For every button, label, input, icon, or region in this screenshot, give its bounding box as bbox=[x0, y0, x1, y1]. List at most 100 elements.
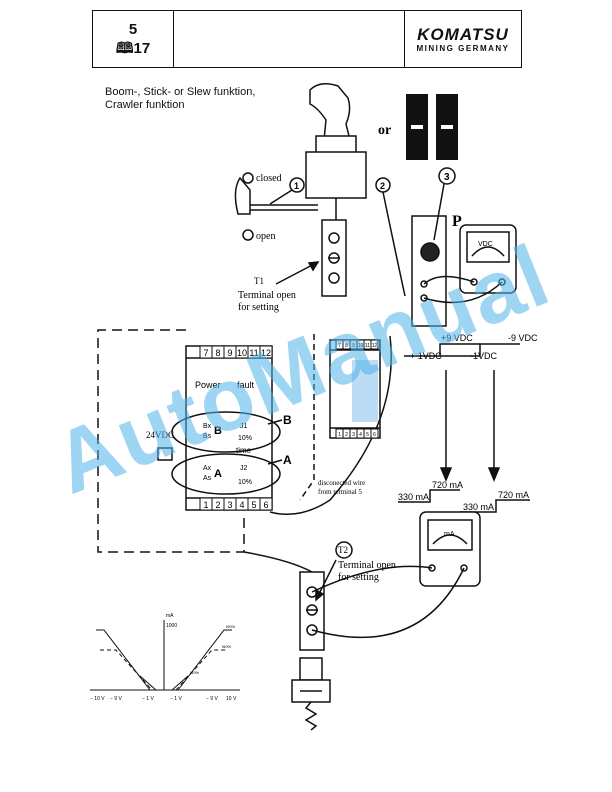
current-330-right: 330 mA bbox=[463, 502, 494, 512]
potentiometer-knob bbox=[420, 242, 440, 262]
current-720-left: 720 mA bbox=[432, 480, 463, 490]
graph-y-unit: mA bbox=[166, 613, 174, 619]
brand-logo: KOMATSU bbox=[417, 25, 509, 44]
page-header: 5 🕮17 KOMATSU MINING GERMANY bbox=[92, 10, 522, 68]
small-top-terminal-label-8: 8 bbox=[345, 343, 348, 349]
power-label: Power bbox=[195, 380, 221, 390]
graph-curve-label-3: I10% bbox=[190, 670, 200, 675]
callout-b: B bbox=[283, 413, 292, 427]
module-top-terminal-box-12 bbox=[259, 345, 273, 359]
callout-2: 2 bbox=[380, 181, 385, 191]
j1-label: J1 bbox=[240, 423, 248, 430]
potentiometer-box bbox=[411, 215, 447, 327]
switch-open-label: open bbox=[256, 231, 275, 242]
a-label: A bbox=[214, 468, 222, 480]
page-reference: 🕮17 bbox=[115, 40, 151, 57]
graph-x-label-2: − 9 V bbox=[110, 696, 122, 702]
current-330-left: 330 mA bbox=[398, 492, 429, 502]
voltmeter-label: VDC bbox=[478, 241, 493, 248]
small-top-terminal-label-10: 10 bbox=[358, 343, 364, 349]
graph-x-label-6: 10 V bbox=[226, 696, 237, 702]
curve-i90 bbox=[96, 629, 151, 691]
graph-curve-label-1: I90% bbox=[226, 624, 236, 629]
graph-curve-label-2: I60% bbox=[222, 644, 232, 649]
brand-subtitle: MINING GERMANY bbox=[416, 44, 510, 53]
t2-circle bbox=[335, 541, 353, 559]
graph-x-label-5: − 9 V bbox=[206, 696, 218, 702]
caption-line-1: Boom-, Stick- or Slew funktion, bbox=[105, 86, 256, 98]
t2-line-2: for setting bbox=[338, 572, 379, 583]
voltage-plus9: +9 VDC bbox=[441, 333, 473, 343]
joystick-handle bbox=[309, 83, 351, 141]
bx-label: Bx bbox=[203, 423, 212, 430]
t1-line-1: Terminal open bbox=[238, 290, 296, 301]
small-bottom-terminal-label-5: 5 bbox=[366, 432, 369, 438]
pct-a: 10% bbox=[238, 479, 252, 486]
disconnected-line-2: from terminal 5 bbox=[318, 488, 362, 496]
page-number-cell: 5 🕮17 bbox=[93, 11, 174, 67]
small-top-terminal-label-7: 7 bbox=[338, 343, 341, 349]
j2-label: J2 bbox=[240, 465, 248, 472]
caption-line-2: Crawler funktion bbox=[105, 99, 185, 111]
b-label: B bbox=[214, 425, 222, 437]
switch-closed-label: closed bbox=[256, 173, 282, 184]
module-top-terminal-label-10: 10 bbox=[237, 348, 247, 358]
potentiometer-label: P bbox=[452, 213, 462, 230]
curve-i10 bbox=[139, 675, 157, 691]
small-bottom-terminal-label-6: 6 bbox=[373, 432, 376, 438]
voltage-waveform-negative bbox=[440, 343, 520, 357]
small-top-terminal-label-9: 9 bbox=[352, 343, 355, 349]
module-bottom-terminal-box-6 bbox=[259, 497, 273, 511]
module-top-terminal-label-11: 11 bbox=[249, 348, 258, 358]
module-bottom-terminal-label-3: 3 bbox=[227, 500, 232, 510]
callout-1-circle bbox=[289, 177, 305, 193]
module-bottom-terminal-label-1: 1 bbox=[203, 500, 208, 510]
module-bottom-terminal-label-4: 4 bbox=[239, 500, 244, 510]
module-top-terminal-label-8: 8 bbox=[215, 348, 220, 358]
graph-y-max: 1000 bbox=[166, 623, 177, 629]
t2-line-1: Terminal open bbox=[338, 560, 396, 571]
module-bottom-terminal-label-5: 5 bbox=[251, 500, 256, 510]
small-bottom-terminal-label-3: 3 bbox=[352, 432, 355, 438]
control-module bbox=[185, 345, 273, 511]
current-waveform bbox=[398, 489, 460, 503]
curve-i60 bbox=[100, 649, 153, 691]
small-bottom-terminal-label-4: 4 bbox=[359, 432, 362, 438]
bs-label: Bs bbox=[203, 433, 212, 440]
module-bottom-terminal-label-6: 6 bbox=[263, 500, 268, 510]
supply-label: 24VDC bbox=[146, 430, 174, 440]
dashed-wire bbox=[97, 329, 245, 553]
small-top-terminal-box-12 bbox=[370, 339, 379, 350]
switch-contact bbox=[234, 176, 251, 215]
callout-1: 1 bbox=[294, 181, 299, 191]
voltage-minus9: -9 VDC bbox=[508, 333, 538, 343]
callout-3-circle bbox=[438, 167, 456, 185]
current-720-right: 720 mA bbox=[498, 490, 529, 500]
module-top-terminal-label-9: 9 bbox=[227, 348, 232, 358]
channel-b-ellipse bbox=[171, 411, 281, 453]
fault-label: fault bbox=[237, 380, 255, 390]
small-bottom-terminal-box-6 bbox=[370, 428, 379, 439]
module-top-terminal-label-12: 12 bbox=[261, 348, 271, 358]
voltage-waveform-positive bbox=[404, 343, 480, 357]
brand-cell: KOMATSU MINING GERMANY bbox=[404, 11, 521, 67]
small-bottom-terminal-label-1: 1 bbox=[338, 432, 341, 438]
ax-label: Ax bbox=[203, 465, 212, 472]
ammeter-label: mA bbox=[444, 531, 455, 538]
voltage-minus1: -1VDC bbox=[470, 351, 498, 361]
joystick-body bbox=[305, 151, 367, 199]
solenoid-coil bbox=[299, 657, 323, 681]
graph-x-label-3: − 1 V bbox=[142, 696, 154, 702]
callout-a: A bbox=[283, 453, 292, 467]
small-top-terminal-label-12: 12 bbox=[372, 343, 378, 349]
time-label: time bbox=[236, 446, 252, 455]
as-label: As bbox=[203, 475, 212, 482]
module-top-terminal-label-7: 7 bbox=[203, 348, 208, 358]
or-label: or bbox=[378, 123, 391, 138]
disconnected-line-1: disconected wire bbox=[318, 479, 365, 487]
graph-x-label-1: − 10 V bbox=[90, 696, 105, 702]
small-top-terminal-label-11: 11 bbox=[365, 343, 370, 349]
graph-x-label-4: − 1 V bbox=[170, 696, 182, 702]
channel-a-ellipse bbox=[171, 453, 281, 495]
